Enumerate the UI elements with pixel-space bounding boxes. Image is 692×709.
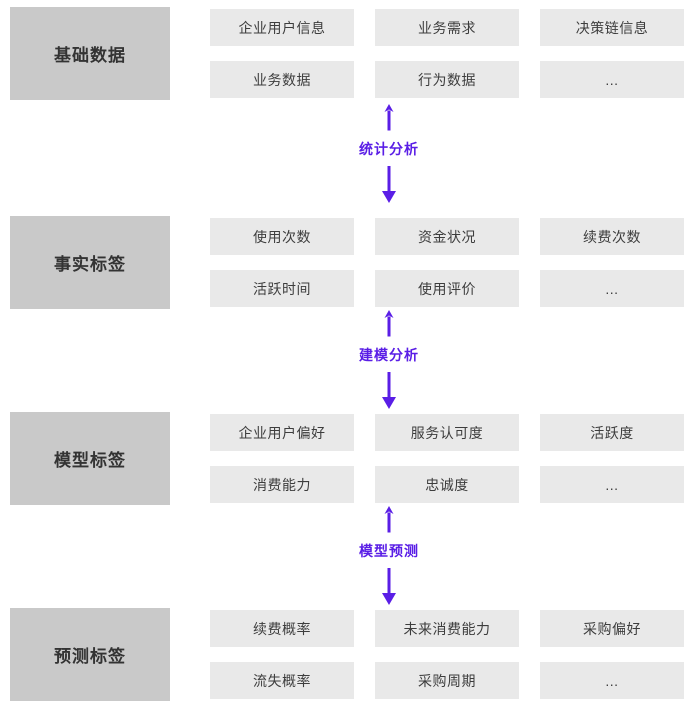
section-base-data: 基础数据 企业用户信息 业务需求 决策链信息 业务数据 行为数据 ... (0, 7, 692, 100)
connector-label: 统计分析 (359, 140, 419, 157)
item-box: 采购偏好 (540, 610, 684, 647)
item-grid-prediction-tags: 续费概率 未来消费能力 采购偏好 流失概率 采购周期 ... (210, 610, 684, 701)
item-box: 企业用户信息 (210, 9, 354, 46)
item-grid-model-tags: 企业用户偏好 服务认可度 活跃度 消费能力 忠诚度 ... (210, 414, 684, 505)
item-box: 使用次数 (210, 218, 354, 255)
item-box-ellipsis: ... (540, 466, 684, 503)
down-arrow-icon (381, 166, 397, 204)
item-box: 活跃度 (540, 414, 684, 451)
connector-modeling-analysis: 建模分析 (329, 310, 449, 410)
stage-box-fact-tags: 事实标签 (10, 216, 170, 309)
connector-label: 模型预测 (359, 542, 419, 559)
up-arrow-icon (383, 104, 395, 131)
item-box: 忠诚度 (375, 466, 519, 503)
item-box: 采购周期 (375, 662, 519, 699)
item-box: 使用评价 (375, 270, 519, 307)
item-box: 服务认可度 (375, 414, 519, 451)
item-box: 决策链信息 (540, 9, 684, 46)
stage-box-model-tags: 模型标签 (10, 412, 170, 505)
item-box: 流失概率 (210, 662, 354, 699)
item-box: 续费次数 (540, 218, 684, 255)
stage-box-prediction-tags: 预测标签 (10, 608, 170, 701)
section-prediction-tags: 预测标签 续费概率 未来消费能力 采购偏好 流失概率 采购周期 ... (0, 608, 692, 701)
connector-statistical-analysis: 统计分析 (329, 104, 449, 204)
item-box-ellipsis: ... (540, 270, 684, 307)
down-arrow-icon (381, 568, 397, 606)
connector-model-prediction: 模型预测 (329, 506, 449, 606)
section-model-tags: 模型标签 企业用户偏好 服务认可度 活跃度 消费能力 忠诚度 ... (0, 412, 692, 505)
item-box: 业务需求 (375, 9, 519, 46)
item-box: 业务数据 (210, 61, 354, 98)
item-grid-base-data: 企业用户信息 业务需求 决策链信息 业务数据 行为数据 ... (210, 9, 684, 100)
item-box-ellipsis: ... (540, 662, 684, 699)
item-box: 活跃时间 (210, 270, 354, 307)
item-box: 企业用户偏好 (210, 414, 354, 451)
item-box: 消费能力 (210, 466, 354, 503)
up-arrow-icon (383, 310, 395, 337)
item-box: 未来消费能力 (375, 610, 519, 647)
item-box: 续费概率 (210, 610, 354, 647)
item-box: 行为数据 (375, 61, 519, 98)
section-fact-tags: 事实标签 使用次数 资金状况 续费次数 活跃时间 使用评价 ... (0, 216, 692, 309)
connector-label: 建模分析 (359, 346, 419, 363)
item-grid-fact-tags: 使用次数 资金状况 续费次数 活跃时间 使用评价 ... (210, 218, 684, 309)
item-box-ellipsis: ... (540, 61, 684, 98)
item-box: 资金状况 (375, 218, 519, 255)
up-arrow-icon (383, 506, 395, 533)
down-arrow-icon (381, 372, 397, 410)
stage-box-base-data: 基础数据 (10, 7, 170, 100)
